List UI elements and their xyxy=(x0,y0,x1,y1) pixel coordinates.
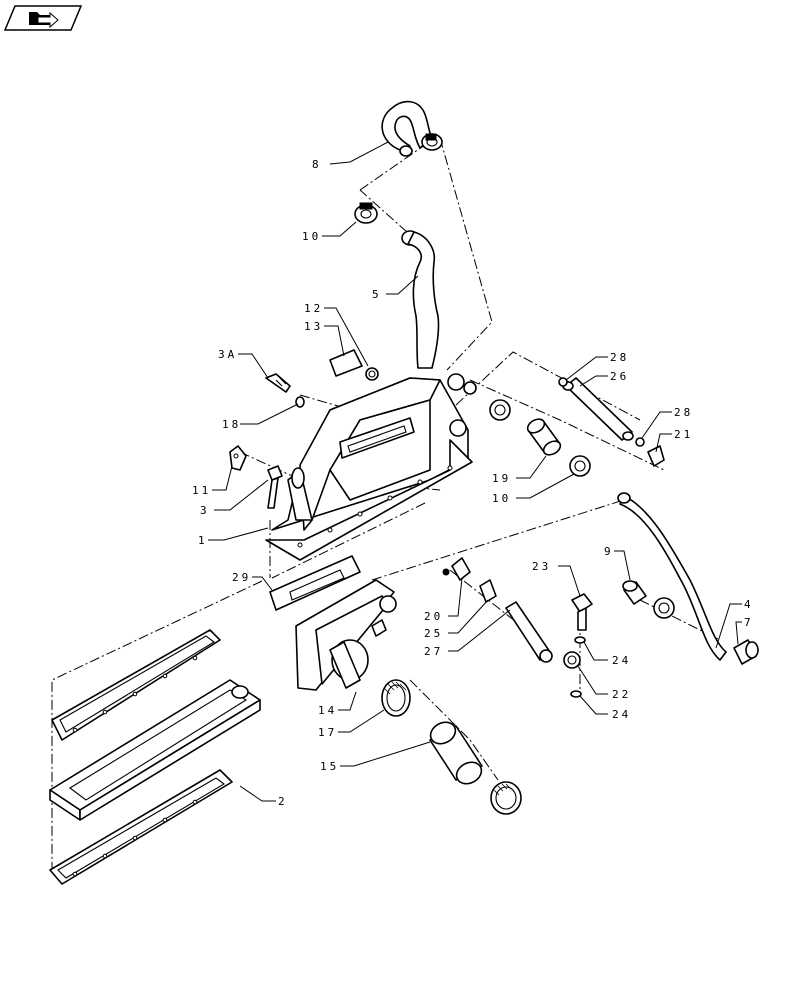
hose-15 xyxy=(429,721,483,785)
callout-1: 1 xyxy=(198,534,208,547)
cover-gasket-2 xyxy=(49,629,261,885)
callout-21: 21 xyxy=(674,428,693,441)
hose-5 xyxy=(401,230,440,369)
plug-12 xyxy=(365,367,379,381)
callout-25: 25 xyxy=(424,627,443,640)
leader-lines xyxy=(208,141,742,802)
clamp-15-ring xyxy=(490,781,522,815)
label-plate-13 xyxy=(329,349,363,377)
callout-18: 18 xyxy=(222,418,241,431)
callout-17: 17 xyxy=(318,726,337,739)
fitting-top xyxy=(447,373,477,395)
callout-15: 15 xyxy=(320,760,339,773)
callout-19: 19 xyxy=(492,472,511,485)
clamp-17 xyxy=(381,679,411,717)
washer-18 xyxy=(295,396,305,408)
callout-24b: 24 xyxy=(612,708,631,721)
connector-9 xyxy=(622,580,675,619)
callout-11: 11 xyxy=(192,484,211,497)
bolt-23 xyxy=(571,593,593,631)
callout-3a: 3A xyxy=(218,348,237,361)
clamp-10-lower xyxy=(489,399,591,477)
callout-9: 9 xyxy=(604,545,614,558)
callout-22: 22 xyxy=(612,688,631,701)
callout-14: 14 xyxy=(318,704,337,717)
callout-28b: 28 xyxy=(674,406,693,419)
callout-23: 23 xyxy=(532,560,551,573)
callout-12: 12 xyxy=(304,302,323,315)
tube-4 xyxy=(617,492,727,661)
elbow-21 xyxy=(647,445,665,467)
callout-2: 2 xyxy=(278,795,288,808)
washer-24-lower xyxy=(570,690,582,698)
fitting-27 xyxy=(505,601,553,663)
folder-arrow-icon[interactable] xyxy=(3,5,83,31)
clamp-10-top xyxy=(421,133,443,151)
callout-10: 10 xyxy=(302,230,321,243)
callout-7: 7 xyxy=(744,616,754,629)
washer-24-upper xyxy=(574,636,586,644)
callout-3: 3 xyxy=(200,504,210,517)
callout-4: 4 xyxy=(744,598,754,611)
fitting-20 xyxy=(442,557,471,581)
callout-29: 29 xyxy=(232,571,251,584)
fitting-25 xyxy=(479,579,497,603)
callout-20: 20 xyxy=(424,610,443,623)
bolt-3a xyxy=(265,373,291,393)
housing-1 xyxy=(265,377,473,561)
callout-28a: 28 xyxy=(610,351,629,364)
hose-19 xyxy=(526,418,562,456)
callout-24a: 24 xyxy=(612,654,631,667)
callout-5: 5 xyxy=(372,288,382,301)
outlet-14 xyxy=(295,579,397,691)
banjo-22 xyxy=(563,651,581,669)
callouts: 8 10 5 12 13 3A 18 11 3 1 29 2 14 17 15 … xyxy=(192,158,754,808)
callout-13: 13 xyxy=(304,320,323,333)
tube-26 xyxy=(562,377,634,441)
clip-28 xyxy=(558,377,645,447)
callout-10b: 10 xyxy=(492,492,511,505)
gasket-29 xyxy=(269,555,361,611)
callout-8: 8 xyxy=(312,158,322,171)
bracket-11 xyxy=(229,445,247,471)
hose-8 xyxy=(381,100,433,157)
cap-7 xyxy=(733,639,759,665)
bolt-3 xyxy=(267,465,283,509)
clamp-10-upper xyxy=(354,202,378,224)
callout-26: 26 xyxy=(610,370,629,383)
callout-27: 27 xyxy=(424,645,443,658)
